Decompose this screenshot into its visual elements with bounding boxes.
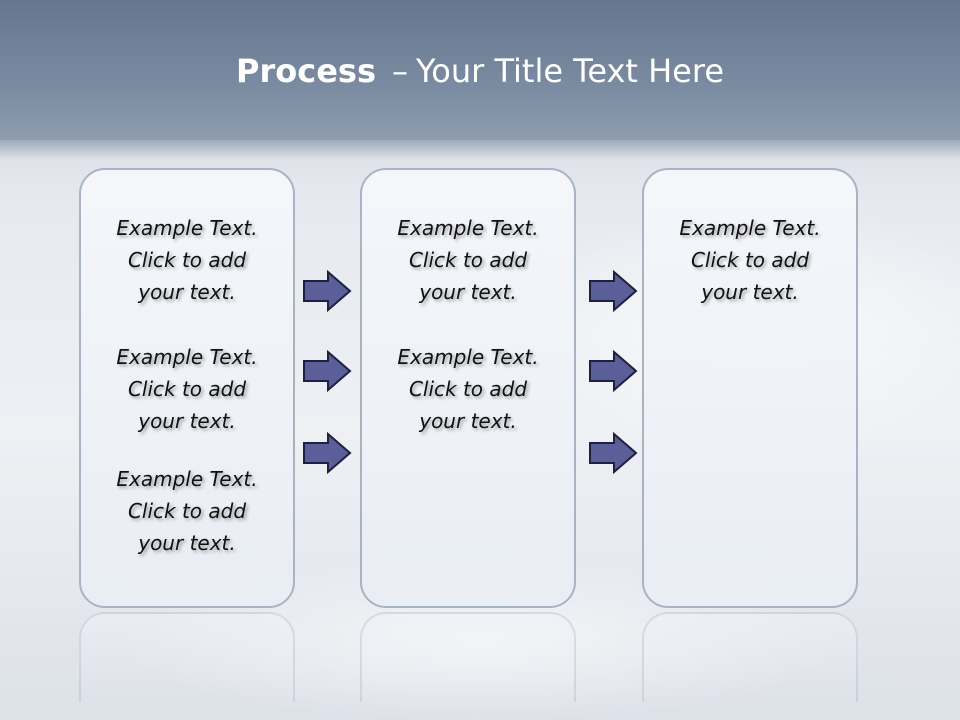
text-line: Example Text. <box>397 345 539 369</box>
text-placeholder[interactable]: Example Text. Click to add your text. <box>81 212 293 308</box>
card-reflection <box>360 612 576 702</box>
text-line: your text. <box>419 409 517 433</box>
text-line: Click to add <box>408 248 528 272</box>
text-line: your text. <box>419 280 517 304</box>
text-line: Example Text. <box>679 216 821 240</box>
text-line: Click to add <box>127 377 247 401</box>
text-line: Example Text. <box>116 216 258 240</box>
title-separator: – <box>391 52 408 90</box>
text-line: your text. <box>138 531 236 555</box>
text-line: Example Text. <box>116 467 258 491</box>
slide-title[interactable]: Process–Your Title Text Here <box>0 52 960 90</box>
text-line: your text. <box>138 409 236 433</box>
right-arrow-icon[interactable] <box>302 270 352 312</box>
title-text: Your Title Text Here <box>415 52 724 90</box>
right-arrow-icon[interactable] <box>302 432 352 474</box>
text-placeholder[interactable]: Example Text. Click to add your text. <box>644 212 856 308</box>
text-line: your text. <box>701 280 799 304</box>
text-placeholder[interactable]: Example Text. Click to add your text. <box>81 341 293 437</box>
process-card-1[interactable]: Example Text. Click to add your text. Ex… <box>79 168 295 608</box>
text-line: Click to add <box>690 248 810 272</box>
text-line: your text. <box>138 280 236 304</box>
text-placeholder[interactable]: Example Text. Click to add your text. <box>362 212 574 308</box>
title-band <box>0 0 960 160</box>
text-placeholder[interactable]: Example Text. Click to add your text. <box>81 463 293 559</box>
card-reflection <box>79 612 295 702</box>
text-line: Click to add <box>127 499 247 523</box>
process-card-3[interactable]: Example Text. Click to add your text. <box>642 168 858 608</box>
text-line: Click to add <box>408 377 528 401</box>
text-placeholder[interactable]: Example Text. Click to add your text. <box>362 341 574 437</box>
text-line: Click to add <box>127 248 247 272</box>
title-bold: Process <box>236 52 376 90</box>
card-reflection <box>642 612 858 702</box>
text-line: Example Text. <box>116 345 258 369</box>
right-arrow-icon[interactable] <box>588 432 638 474</box>
process-card-2[interactable]: Example Text. Click to add your text. Ex… <box>360 168 576 608</box>
right-arrow-icon[interactable] <box>588 350 638 392</box>
right-arrow-icon[interactable] <box>588 270 638 312</box>
text-line: Example Text. <box>397 216 539 240</box>
right-arrow-icon[interactable] <box>302 350 352 392</box>
